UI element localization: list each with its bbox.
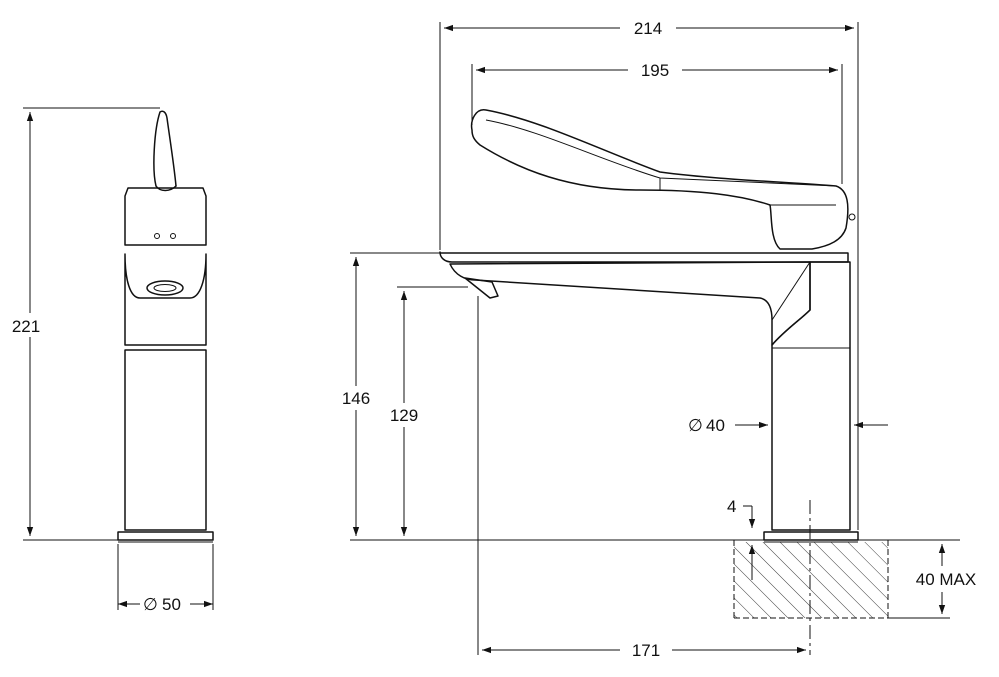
label-countertop-max: 40 MAX xyxy=(916,570,976,589)
label-spout-height: 129 xyxy=(390,406,418,425)
front-cap xyxy=(124,187,207,246)
dim-lever-length: 195 xyxy=(471,61,843,184)
dim-body-diameter: ∅ 40 xyxy=(688,416,888,435)
front-aerator-housing xyxy=(124,253,207,346)
dim-overall-height: 221 xyxy=(4,107,160,541)
front-body xyxy=(124,349,207,531)
dim-base-offset: 4 xyxy=(727,497,756,580)
front-view xyxy=(117,110,214,543)
label-base-offset: 4 xyxy=(727,497,736,516)
side-body xyxy=(771,261,851,531)
label-lever-length: 195 xyxy=(641,61,669,80)
countertop-section xyxy=(350,539,960,619)
side-spout xyxy=(449,261,811,346)
diameter-symbol: ∅ xyxy=(143,595,158,614)
label-total-length: 214 xyxy=(634,19,662,38)
dim-reach: 171 xyxy=(477,296,806,660)
side-top-plate xyxy=(439,251,849,263)
front-base xyxy=(117,531,214,541)
dim-countertop-max: 40 MAX xyxy=(888,544,987,619)
dim-total-length: 214 xyxy=(439,19,859,530)
label-base-diameter: 50 xyxy=(162,595,181,614)
diameter-symbol: ∅ xyxy=(688,416,703,435)
aerator-icon xyxy=(146,280,184,296)
label-body-height: 146 xyxy=(342,389,370,408)
side-base xyxy=(763,531,859,541)
front-lever xyxy=(153,110,177,187)
label-reach: 171 xyxy=(632,641,660,660)
side-lever xyxy=(470,109,849,250)
label-body-diameter: 40 xyxy=(706,416,725,435)
dim-base-diameter: ∅ 50 xyxy=(117,544,214,614)
dim-spout-height: 129 xyxy=(381,286,468,536)
label-overall-height: 221 xyxy=(12,317,40,336)
dim-body-height: 146 xyxy=(333,252,440,536)
